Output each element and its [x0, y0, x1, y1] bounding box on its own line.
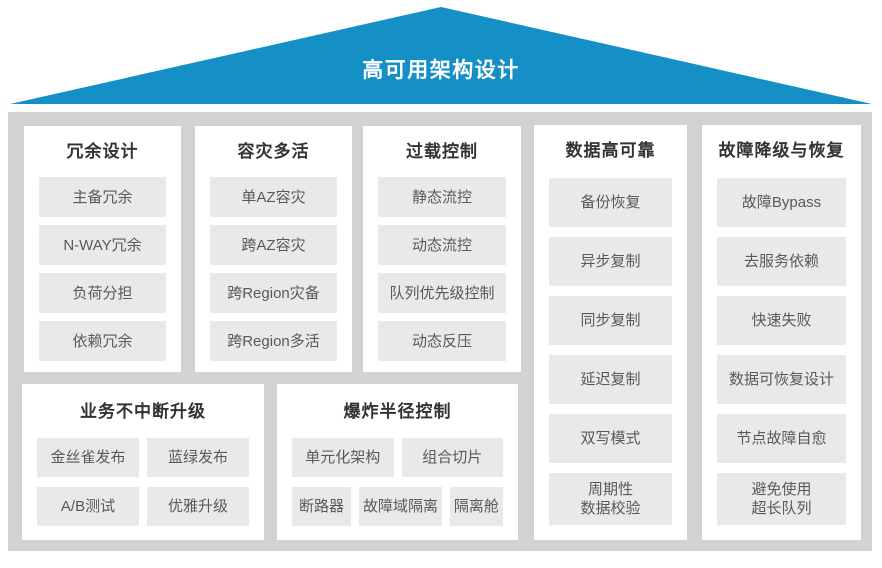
column-title: 故障降级与恢复	[718, 141, 845, 160]
column-overload-control: 过载控制 静态流控 动态流控 队列优先级控制 动态反压	[363, 126, 521, 372]
item-box: 依赖冗余	[39, 321, 166, 361]
item-box: 跨Region灾备	[210, 273, 337, 313]
item-box: 蓝绿发布	[147, 438, 249, 477]
architecture-frame: 冗余设计 主备冗余 N-WAY冗余 负荷分担 依赖冗余 容灾多活 单AZ容灾 跨…	[8, 112, 872, 551]
item-box: 异步复制	[549, 237, 672, 286]
roof-title: 高可用架构设计	[362, 59, 520, 82]
item-row: 金丝雀发布 蓝绿发布	[37, 438, 249, 477]
item-box: 负荷分担	[39, 273, 166, 313]
item-box: 断路器	[292, 487, 352, 526]
item-box: 优雅升级	[147, 487, 249, 526]
item-box: 跨Region多活	[210, 321, 337, 361]
item-row: 断路器 故障域隔离 隔离舱	[292, 487, 504, 526]
item-box: 故障Bypass	[717, 178, 846, 227]
column-data-reliability: 数据高可靠 备份恢复 异步复制 同步复制 延迟复制 双写模式 周期性 数据校验	[534, 125, 687, 540]
item-box: 数据可恢复设计	[717, 355, 846, 404]
item-box: 隔离舱	[449, 487, 504, 526]
item-box: 快速失败	[717, 296, 846, 345]
item-box: 静态流控	[378, 177, 506, 217]
panel-blast-radius-control: 爆炸半径控制 单元化架构 组合切片 断路器 故障域隔离 隔离舱	[277, 384, 518, 540]
item-box: N-WAY冗余	[39, 225, 166, 265]
column-disaster-recovery: 容灾多活 单AZ容灾 跨AZ容灾 跨Region灾备 跨Region多活	[195, 126, 352, 372]
roof-triangle-icon	[10, 7, 872, 104]
panel-nonstop-upgrade: 业务不中断升级 金丝雀发布 蓝绿发布 A/B测试 优雅升级	[22, 384, 264, 540]
column-title: 数据高可靠	[565, 141, 656, 160]
column-title: 过载控制	[406, 142, 478, 161]
item-box: 队列优先级控制	[378, 273, 506, 313]
item-box: 故障域隔离	[359, 487, 442, 526]
item-box: 跨AZ容灾	[210, 225, 337, 265]
item-box: 延迟复制	[549, 355, 672, 404]
item-box: A/B测试	[37, 487, 139, 526]
item-row: 单元化架构 组合切片	[292, 438, 503, 477]
item-box: 主备冗余	[39, 177, 166, 217]
panel-title: 业务不中断升级	[80, 402, 206, 421]
column-redundancy-design: 冗余设计 主备冗余 N-WAY冗余 负荷分担 依赖冗余	[24, 126, 181, 372]
item-box: 金丝雀发布	[37, 438, 139, 477]
item-box: 节点故障自愈	[717, 414, 846, 463]
panel-title: 爆炸半径控制	[343, 402, 452, 421]
item-row: A/B测试 优雅升级	[37, 487, 249, 526]
column-title: 容灾多活	[237, 142, 310, 161]
item-box: 组合切片	[401, 438, 503, 477]
item-box: 单AZ容灾	[210, 177, 337, 217]
item-box: 单元化架构	[292, 438, 394, 477]
column-fault-degradation-recovery: 故障降级与恢复 故障Bypass 去服务依赖 快速失败 数据可恢复设计 节点故障…	[702, 125, 861, 540]
column-title: 冗余设计	[66, 142, 139, 161]
item-box: 动态流控	[378, 225, 506, 265]
item-box: 动态反压	[378, 321, 506, 361]
item-box: 备份恢复	[549, 178, 672, 227]
item-box: 周期性 数据校验	[549, 473, 672, 525]
item-box: 避免使用 超长队列	[717, 473, 846, 525]
item-box: 同步复制	[549, 296, 672, 345]
item-box: 双写模式	[549, 414, 672, 463]
roof-shape	[10, 7, 872, 104]
item-box: 去服务依赖	[717, 237, 846, 286]
